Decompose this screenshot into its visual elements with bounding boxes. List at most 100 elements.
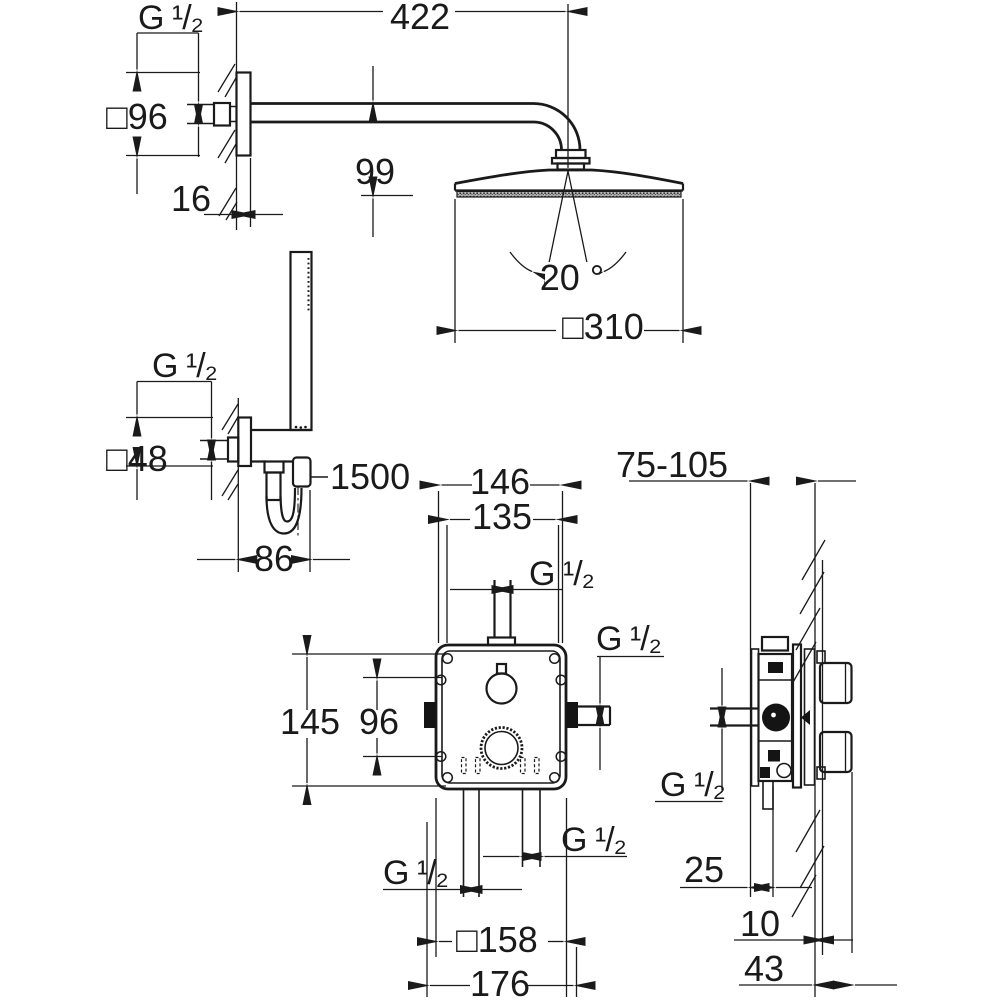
dim-box-width-inner: 135 bbox=[428, 496, 578, 537]
dim-front-depth: 25 bbox=[680, 849, 812, 892]
flange-plate bbox=[235, 71, 252, 157]
dim-escutcheon-depth: 16 bbox=[171, 158, 283, 227]
thread-nipple bbox=[212, 101, 232, 127]
mixer-front-view: 146 135 G ¹/₂ 145 96 bbox=[280, 461, 664, 1000]
hose-outlet-collar bbox=[263, 460, 285, 474]
dim-label-holder-offset: 86 bbox=[254, 538, 294, 579]
handle-inlet-dot bbox=[299, 426, 303, 429]
dim-spray-angle: 20 ° bbox=[509, 170, 627, 298]
arm-wall-flange bbox=[187, 71, 252, 157]
dim-label-arm-length: 422 bbox=[390, 0, 450, 37]
hose-outlet-tube bbox=[265, 471, 282, 502]
dim-label-front-depth: 25 bbox=[684, 849, 724, 890]
bottom-pipes bbox=[462, 789, 541, 897]
dim-label-inlet-thread: G ¹/₂ bbox=[660, 766, 725, 804]
dim-label-bottom-right-thread: G ¹/₂ bbox=[561, 821, 626, 859]
dim-hand-thread: G ¹/₂ bbox=[137, 347, 218, 500]
dim-label-spray-angle: 20 ° bbox=[540, 257, 604, 298]
shower-head bbox=[453, 4, 685, 198]
shower-arm bbox=[250, 102, 591, 171]
dim-label-side-outlet-thread: G ¹/₂ bbox=[596, 620, 661, 658]
dim-screw-spacing: 96 bbox=[359, 658, 442, 776]
dim-installation-depth: 75-105 bbox=[616, 444, 856, 486]
dim-label-hand-thread: G ¹/₂ bbox=[152, 347, 217, 385]
side-wall-hatch bbox=[791, 539, 826, 918]
dim-head-offset: 99 bbox=[355, 66, 413, 237]
holder-wall-flange bbox=[200, 416, 253, 468]
dim-label-hose-length: 1500 bbox=[330, 456, 410, 497]
holder-escutcheon bbox=[237, 416, 253, 468]
handle-socket bbox=[291, 456, 312, 488]
dim-label-arm-thread: G ¹/₂ bbox=[138, 0, 203, 37]
arm-inner bbox=[250, 120, 563, 151]
right-side-port bbox=[566, 702, 578, 728]
valve-body-section bbox=[710, 635, 853, 810]
hose-outer bbox=[265, 487, 303, 535]
dim-plate-depth: 10 bbox=[734, 903, 853, 945]
supply-stub bbox=[187, 103, 237, 125]
dim-protrusion: 43 bbox=[739, 948, 897, 990]
dim-label-total-width: 176 bbox=[470, 963, 530, 1000]
handle-body bbox=[289, 250, 313, 432]
dim-bottom-right-thread: G ¹/₂ bbox=[483, 821, 627, 861]
dim-label-screw-spacing: 96 bbox=[359, 701, 399, 742]
dim-hose-length: 1500 bbox=[311, 456, 410, 497]
wall-section-2 bbox=[221, 398, 239, 572]
arm-nut-1 bbox=[554, 148, 587, 160]
left-side-port bbox=[424, 702, 436, 728]
dim-label-box-width-inner: 135 bbox=[472, 496, 532, 537]
valve-core bbox=[762, 703, 790, 732]
cartridge-key bbox=[495, 662, 508, 675]
dim-label-hand-escutcheon: □48 bbox=[106, 438, 168, 479]
upper-stop-block bbox=[768, 662, 783, 673]
rough-in-box bbox=[424, 580, 612, 897]
index-pointer bbox=[801, 710, 810, 725]
dim-label-box-width-outer: 146 bbox=[470, 461, 530, 502]
mounting-plate bbox=[791, 643, 803, 789]
head-rim bbox=[453, 183, 685, 192]
top-outlet-collar bbox=[486, 636, 517, 647]
hand-shower-handle bbox=[289, 250, 313, 432]
dim-label-plate-depth: 10 bbox=[740, 903, 780, 944]
wall-hatch bbox=[217, 63, 238, 221]
dim-label-escutcheon-depth: 16 bbox=[171, 178, 211, 219]
dim-label-box-height: 145 bbox=[280, 701, 340, 742]
dim-head-width: □310 bbox=[436, 199, 702, 347]
dim-label-protrusion: 43 bbox=[744, 948, 784, 989]
housing-lines bbox=[758, 679, 792, 742]
dim-label-wall-escutcheon: □96 bbox=[106, 96, 168, 137]
wall-section bbox=[217, 2, 238, 230]
dim-holder-offset: 86 bbox=[197, 490, 350, 579]
thermostat-opening bbox=[485, 672, 518, 705]
bottom-port-plugs bbox=[460, 756, 540, 775]
shower-holder bbox=[251, 428, 312, 536]
lower-stem bbox=[818, 730, 853, 774]
valve-opening-thread bbox=[479, 726, 524, 770]
upper-extension-lines bbox=[437, 491, 564, 643]
dim-trim-plate: □158 bbox=[417, 919, 586, 960]
dim-total-width: 176 bbox=[408, 963, 596, 1000]
arm-outer bbox=[250, 102, 582, 151]
box-inner bbox=[441, 650, 561, 784]
dim-box-width-outer: 146 bbox=[419, 461, 582, 502]
dim-bottom-left-thread: G ¹/₂ bbox=[383, 854, 522, 894]
dim-hand-escutcheon: □48 bbox=[106, 381, 213, 500]
bottom-elbow bbox=[776, 762, 792, 779]
dim-label-head-width: □310 bbox=[562, 306, 644, 347]
dim-box-height: 145 bbox=[280, 635, 446, 805]
head-top-profile bbox=[454, 168, 684, 185]
dim-label-top-outlet-thread: G ¹/₂ bbox=[529, 555, 594, 593]
label-mask bbox=[545, 262, 599, 293]
hand-shower-view: G ¹/₂ □48 1500 86 bbox=[106, 250, 410, 579]
mixer-side-view: 75-105 G ¹/₂ 25 10 43 bbox=[616, 444, 897, 997]
wall-hatch-2 bbox=[221, 403, 239, 501]
hose-inner bbox=[279, 487, 297, 523]
lower-extension-lines bbox=[426, 798, 578, 997]
valve-opening bbox=[484, 730, 519, 766]
handle-inlet-dot bbox=[294, 425, 298, 429]
dim-inlet-thread: G ¹/₂ bbox=[655, 668, 727, 804]
head-shower-view: 422 G ¹/₂ □96 16 99 bbox=[106, 0, 702, 347]
handle-inlet-dot bbox=[304, 425, 307, 429]
